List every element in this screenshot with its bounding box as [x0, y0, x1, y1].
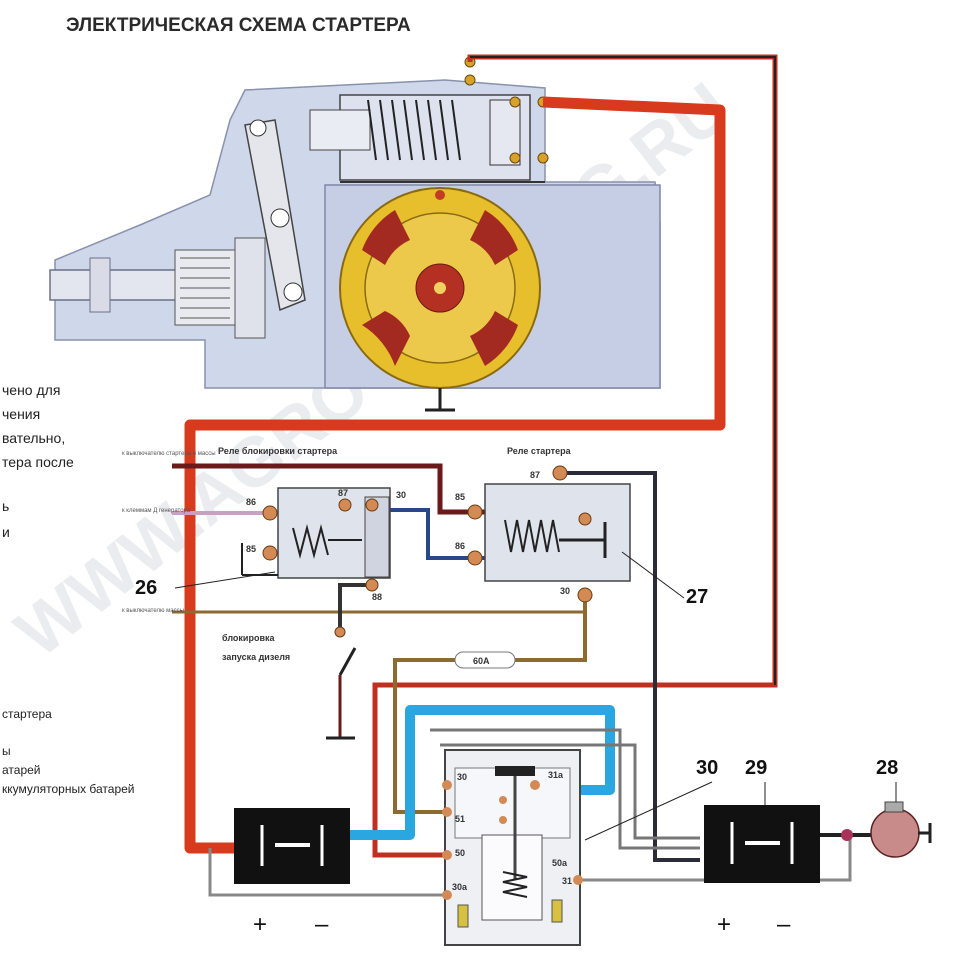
callout-26: 26: [135, 577, 157, 599]
relay-starter-label: Реле стартера: [507, 446, 572, 456]
callout-30: 30: [696, 757, 718, 779]
callout-29: 29: [745, 757, 767, 779]
lock-switch-label-1: блокировка: [222, 633, 276, 643]
battery-right: [704, 805, 820, 883]
side-text-3: вательно,: [2, 430, 65, 446]
side-text-8: ы: [2, 744, 11, 758]
switch-terminal-51: 51: [455, 814, 465, 824]
side-text-7: стартера: [2, 707, 52, 721]
relay-starter-terminal-86: 86: [455, 541, 465, 551]
side-text-6: и: [2, 524, 10, 540]
switch-terminal-31a: 31а: [548, 770, 564, 780]
relay-block-terminal-30: 30: [396, 490, 406, 500]
side-text: чено для чения вательно, тера после ь и …: [2, 382, 135, 796]
battery-left: [234, 808, 350, 884]
switch-terminal-50: 50: [455, 848, 465, 858]
relay-starter-terminal-87: 87: [530, 470, 540, 480]
side-text-1: чено для: [2, 382, 60, 398]
callout-28: 28: [876, 757, 898, 779]
side-text-9: атарей: [2, 763, 41, 777]
left-label-3: к выключателю массы: [122, 608, 184, 614]
ground-switch: 30 31а 51 50 50а 31 30а: [442, 749, 583, 946]
lock-switch: блокировка запуска дизеля: [222, 626, 357, 740]
polarity-plus-right: +: [717, 911, 731, 938]
polarity-minus-left: –: [315, 911, 329, 938]
fuse-label: 60А: [473, 656, 490, 666]
callout-27: 27: [686, 586, 708, 608]
side-text-2: чения: [2, 406, 40, 422]
side-text-4: тера после: [2, 454, 74, 470]
relay-block-terminal-88: 88: [372, 592, 382, 602]
relay-block-terminal-87: 87: [338, 488, 348, 498]
fuse: 60А: [454, 651, 516, 669]
callouts: 26 27 30 29 28: [135, 551, 898, 841]
side-text-5: ь: [2, 498, 9, 514]
left-label-1: к выключателю стартера и массы: [122, 451, 216, 457]
left-label-2: к клеммам Д генератора: [122, 508, 191, 514]
polarity-minus-right: –: [777, 911, 791, 938]
side-text-10: ккумуляторных батарей: [2, 782, 135, 796]
relay-starter-terminal-30: 30: [560, 586, 570, 596]
diagram-title: ЭЛЕКТРИЧЕСКАЯ СХЕМА СТАРТЕРА: [66, 15, 411, 36]
switch-terminal-50a: 50а: [552, 858, 568, 868]
lock-switch-label-2: запуска дизеля: [222, 652, 290, 662]
switch-terminal-30a: 30а: [452, 882, 468, 892]
switch-terminal-30: 30: [457, 772, 467, 782]
relay-starter-terminal-85: 85: [455, 492, 465, 502]
switch-terminal-31: 31: [562, 876, 572, 886]
lamp: [841, 801, 932, 858]
relay-block: 86 87 30 85 88 Реле блокировки стартера: [218, 446, 406, 602]
relay-block-terminal-85: 85: [246, 544, 256, 554]
relay-block-label: Реле блокировки стартера: [218, 446, 338, 456]
polarity-plus-left: +: [253, 911, 267, 938]
starter-motor: [49, 56, 661, 412]
relay-starter: 87 85 86 30 Реле стартера: [455, 446, 631, 603]
wiring: [172, 54, 875, 897]
relay-block-terminal-86a: 86: [246, 497, 256, 507]
